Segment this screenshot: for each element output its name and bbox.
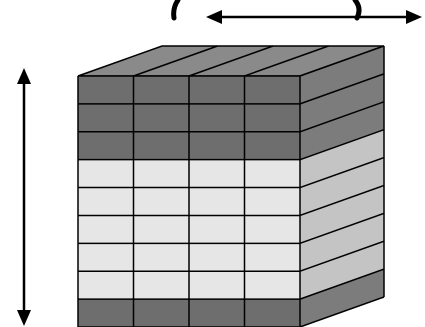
cube-side-layer-line: [299, 156, 385, 189]
horizontal-arrow-right-head: [406, 10, 422, 24]
cropped-right-paren: [352, 0, 362, 21]
cube-layer-side-light: [300, 185, 384, 244]
cube-layer-side-dark: [300, 101, 384, 160]
cropped-left-paren: [171, 0, 181, 21]
cube-top-divider: [244, 45, 329, 77]
cube-layer-side-light: [300, 213, 384, 272]
vertical-arrow-top-head: [17, 68, 31, 84]
cropped-title-fragments: [171, 0, 362, 21]
layered-cube: [77, 45, 385, 327]
vertical-arrow-bottom-head: [17, 310, 31, 326]
cube-top-divider: [133, 45, 218, 77]
cube-layer-side-dark: [300, 269, 384, 327]
cube-side-layer-line: [299, 240, 385, 272]
horizontal-arrow-left-head: [206, 10, 222, 24]
cube-side-layer-line: [299, 128, 385, 161]
horizontal-double-arrow: [206, 10, 422, 24]
cube-side-layer-line: [299, 268, 385, 300]
cube-side-layer-line: [299, 212, 385, 245]
cube-side-layer-line: [299, 296, 385, 327]
cube-side-layer-line: [299, 73, 385, 105]
cube-layer-side-light: [300, 241, 384, 300]
cube-layer-side-light: [300, 129, 384, 188]
cube-side-layer-line: [299, 45, 385, 77]
cube-side-layer-line: [299, 184, 385, 217]
cube-side-layer-line: [299, 101, 385, 133]
cube-layer-side-dark: [300, 73, 384, 132]
cube-layer-side-light: [300, 157, 384, 216]
vertical-double-arrow: [17, 68, 31, 326]
cube-top-divider: [188, 45, 274, 77]
cube-layer-side-dark: [300, 46, 384, 104]
